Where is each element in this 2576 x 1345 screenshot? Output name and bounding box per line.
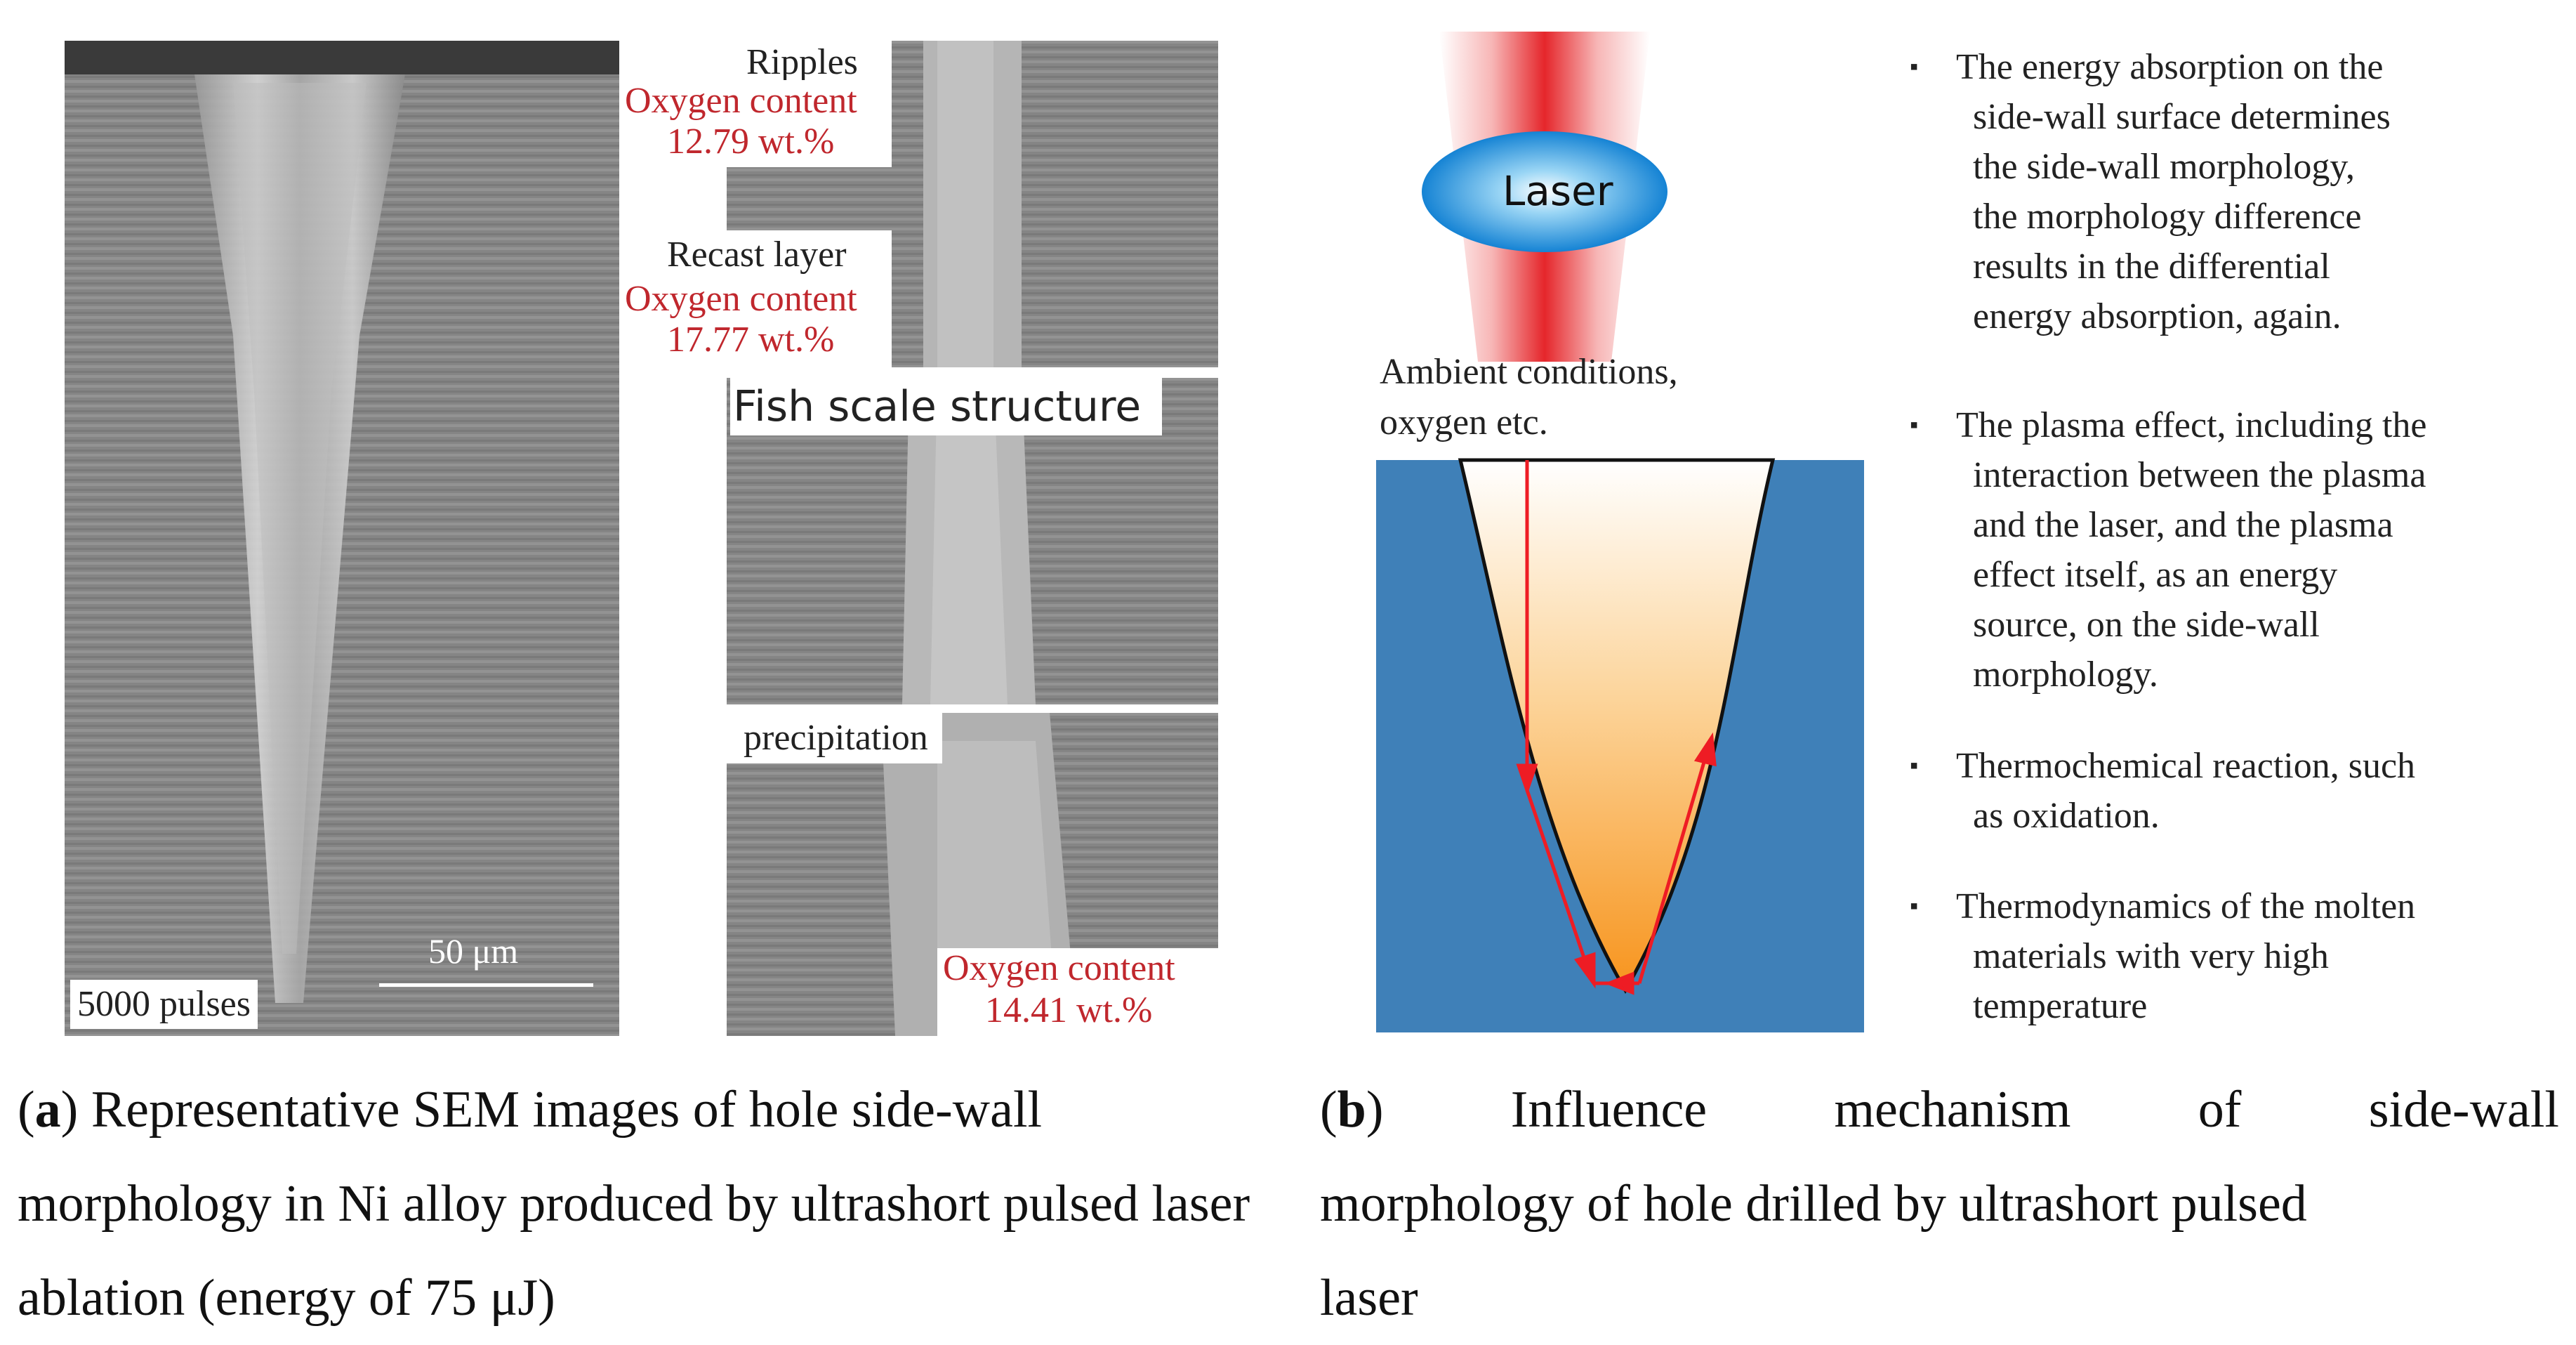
fish-scale-label: Fish scale structure	[730, 378, 1163, 435]
precipitation-oxygen-box: Oxygen content 14.41 wt.%	[937, 948, 1218, 1036]
bullet-2-line-6: morphology.	[1973, 655, 2158, 695]
bullet-1-line-4: the morphology difference	[1973, 197, 2362, 237]
bullet-4-line-2: materials with very high	[1973, 936, 2329, 976]
bullet-2-line-4: effect itself, as an energy	[1973, 555, 2338, 595]
caption-b-word-1: Influence	[1510, 1081, 1708, 1139]
recast-oxygen-label: Oxygen content	[625, 278, 857, 320]
recast-title: Recast layer	[667, 230, 847, 280]
sem-main-image	[65, 41, 619, 1036]
caption-b-line-1: (b) Influence mechanism of side-wall	[1320, 1063, 2559, 1157]
ambient-line-2: oxygen etc.	[1380, 402, 1548, 442]
laser-diagram	[1376, 32, 1864, 1032]
caption-b-open: (	[1320, 1081, 1337, 1139]
caption-b-label: (b)	[1320, 1063, 1383, 1157]
recast-oxygen-value: 17.77 wt.%	[667, 319, 835, 361]
laser-label: Laser	[1502, 167, 1613, 215]
ripples-oxygen-value: 12.79 wt.%	[667, 121, 835, 163]
caption-b-word-3: of	[2198, 1081, 2242, 1139]
ambient-conditions-label: Ambient conditions, oxygen etc.	[1380, 347, 1678, 448]
scale-bar	[379, 983, 593, 987]
bullet-icon: ▪	[1910, 54, 1919, 80]
caption-b-word-4: side-wall	[2368, 1081, 2559, 1139]
ambient-line-1: Ambient conditions,	[1380, 352, 1678, 392]
bullet-1-line-1: The energy absorption on the	[1956, 47, 2384, 87]
laser-lens	[1422, 131, 1667, 252]
bullet-icon: ▪	[1910, 893, 1919, 919]
pulses-label: 5000 pulses	[70, 980, 258, 1029]
caption-b: (b) Influence mechanism of side-wall mor…	[1320, 1063, 2559, 1345]
bullet-4-line-3: temperature	[1973, 986, 2148, 1026]
reflection-arrows	[1516, 460, 1717, 995]
precipitation-oxygen-value: 14.41 wt.%	[985, 990, 1153, 1030]
bullet-1-line-6: energy absorption, again.	[1973, 296, 2341, 336]
bullet-icon: ▪	[1910, 412, 1919, 438]
bullet-2-line-5: source, on the side-wall	[1973, 605, 2320, 645]
sem-main-graphic	[65, 41, 619, 1036]
bullet-1-line-3: the side-wall morphology,	[1973, 147, 2355, 187]
caption-b-close: )	[1366, 1081, 1384, 1139]
ripples-oxygen-label: Oxygen content	[625, 80, 857, 122]
mechanism-bullets: ▪ The energy absorption on the side-wall…	[1910, 42, 2570, 1039]
scale-bar-label: 50 μm	[428, 931, 519, 971]
caption-b-line-2: morphology of hole drilled by ultrashort…	[1320, 1175, 2307, 1233]
bullet-3-line-1: Thermochemical reaction, such	[1956, 746, 2416, 786]
precipitation-label: precipitation	[727, 713, 942, 763]
ripples-label-box: Ripples Oxygen content 12.79 wt.%	[625, 41, 892, 167]
bullet-3-line-2: as oxidation.	[1973, 796, 2160, 836]
bullet-icon: ▪	[1910, 753, 1919, 779]
sem-precipitation-image	[727, 713, 1218, 1036]
ripples-title: Ripples	[746, 42, 858, 82]
caption-a-close: )	[60, 1081, 79, 1139]
precipitation-oxygen-label: Oxygen content	[943, 948, 1175, 988]
bullet-1-line-5: results in the differential	[1973, 247, 2330, 287]
bullet-2-line-2: interaction between the plasma	[1973, 455, 2426, 495]
bullet-4-line-1: Thermodynamics of the molten	[1956, 886, 2416, 926]
bullet-2-line-1: The plasma effect, including the	[1956, 405, 2427, 445]
caption-b-line-3: laser	[1320, 1269, 1418, 1327]
caption-a-letter: a	[34, 1081, 61, 1139]
recast-label-box: Recast layer Oxygen content 17.77 wt.%	[625, 230, 892, 367]
bullet-2-line-3: and the laser, and the plasma	[1973, 505, 2393, 545]
caption-a: (a) Representative SEM images of hole si…	[18, 1063, 1267, 1345]
caption-a-open: (	[18, 1081, 35, 1139]
caption-b-word-2: mechanism	[1834, 1081, 2071, 1139]
caption-a-text: Representative SEM images of hole side-w…	[18, 1081, 1250, 1327]
bullet-1-line-2: side-wall surface determines	[1973, 97, 2391, 137]
caption-b-letter: b	[1337, 1081, 1366, 1139]
